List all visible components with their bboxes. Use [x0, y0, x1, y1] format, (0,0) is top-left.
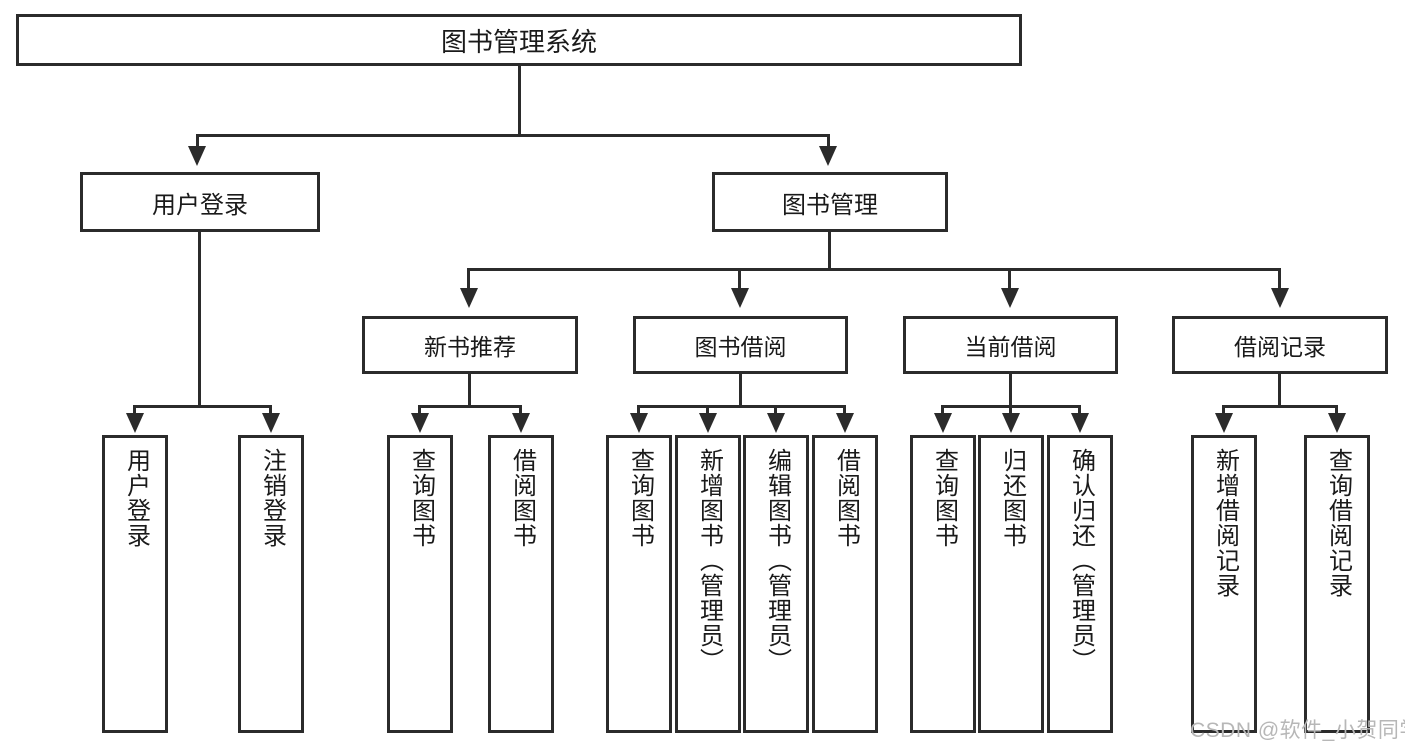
leaf-add-book-admin-label: 新增图书（管理员）: [695, 448, 723, 673]
leaf-query-book-borrow-label: 查询图书: [626, 448, 654, 548]
leaf-query-borrow-record-label: 查询借阅记录: [1324, 448, 1352, 598]
connector-root-bus: [196, 134, 830, 137]
leaf-return-book[interactable]: 归还图书: [978, 435, 1044, 733]
leaf-add-borrow-record[interactable]: 新增借阅记录: [1191, 435, 1257, 733]
connector-newbook-drop-1: [519, 405, 522, 415]
connector-bookborrow-drop-3: [843, 405, 846, 415]
connector-bookmgmt-stem: [828, 232, 831, 270]
arrowhead-icon-root-0: [188, 146, 206, 166]
leaf-return-book-label: 归还图书: [998, 448, 1026, 548]
connector-root-drop-0: [196, 134, 199, 146]
node-root-label: 图书管理系统: [440, 26, 597, 57]
connector-bookborrow-stem: [739, 374, 742, 406]
connector-borrowrecord-stem: [1278, 374, 1281, 406]
connector-bookmgmt-drop-2: [1008, 268, 1011, 288]
leaf-logout-label: 注销登录: [258, 448, 286, 548]
arrowhead-icon-userlogin-0: [126, 413, 144, 433]
node-borrow-record-label: 借阅记录: [1234, 334, 1326, 360]
arrowhead-icon-bookmgmt-0: [460, 288, 478, 308]
connector-root-drop-1: [827, 134, 830, 146]
arrowhead-icon-currentborrow-0: [934, 413, 952, 433]
arrowhead-icon-currentborrow-1: [1002, 413, 1020, 433]
connector-currentborrow-drop-1: [1009, 405, 1012, 415]
connector-root-stem: [518, 66, 521, 134]
arrowhead-icon-borrowrecord-0: [1215, 413, 1233, 433]
leaf-user-login[interactable]: 用户登录: [102, 435, 168, 733]
connector-userlogin-drop-1: [269, 405, 272, 415]
arrowhead-icon-root-1: [819, 146, 837, 166]
node-book-borrow[interactable]: 图书借阅: [633, 316, 848, 374]
leaf-query-book-borrow[interactable]: 查询图书: [606, 435, 672, 733]
arrowhead-icon-userlogin-1: [262, 413, 280, 433]
arrowhead-icon-bookmgmt-3: [1271, 288, 1289, 308]
arrowhead-icon-newbook-1: [512, 413, 530, 433]
connector-newbook-stem: [468, 374, 471, 406]
leaf-query-borrow-record[interactable]: 查询借阅记录: [1304, 435, 1370, 733]
arrowhead-icon-bookborrow-3: [836, 413, 854, 433]
arrowhead-icon-borrowrecord-1: [1328, 413, 1346, 433]
leaf-user-login-label: 用户登录: [122, 448, 150, 548]
node-book-borrow-label: 图书借阅: [694, 334, 787, 360]
node-book-management-label: 图书管理: [782, 191, 878, 219]
leaf-query-book-rec[interactable]: 查询图书: [387, 435, 453, 733]
leaf-edit-book-admin-label: 编辑图书（管理员）: [763, 448, 791, 673]
leaf-borrow-book-rec[interactable]: 借阅图书: [488, 435, 554, 733]
leaf-confirm-return-admin[interactable]: 确认归还（管理员）: [1047, 435, 1113, 733]
connector-bookmgmt-drop-0: [467, 268, 470, 288]
leaf-borrow-book-rec-label: 借阅图书: [508, 448, 536, 548]
connector-userlogin-bus: [133, 405, 272, 408]
node-root[interactable]: 图书管理系统: [16, 14, 1022, 66]
connector-bookmgmt-drop-3: [1278, 268, 1281, 288]
leaf-confirm-return-admin-label: 确认归还（管理员）: [1067, 448, 1095, 673]
leaf-logout[interactable]: 注销登录: [238, 435, 304, 733]
leaf-add-borrow-record-label: 新增借阅记录: [1211, 448, 1239, 598]
connector-bookborrow-drop-0: [637, 405, 640, 415]
leaf-borrow-book-label: 借阅图书: [832, 448, 860, 548]
connector-bookborrow-drop-1: [706, 405, 709, 415]
connector-userlogin-drop-0: [133, 405, 136, 415]
leaf-add-book-admin[interactable]: 新增图书（管理员）: [675, 435, 741, 733]
arrowhead-icon-bookmgmt-2: [1001, 288, 1019, 308]
node-current-borrow-label: 当前借阅: [964, 334, 1057, 360]
node-book-management[interactable]: 图书管理: [712, 172, 948, 232]
node-new-book-recommend-label: 新书推荐: [424, 334, 516, 360]
connector-currentborrow-stem: [1009, 374, 1012, 406]
leaf-edit-book-admin[interactable]: 编辑图书（管理员）: [743, 435, 809, 733]
connector-borrowrecord-bus: [1222, 405, 1338, 408]
connector-borrowrecord-drop-1: [1335, 405, 1338, 415]
arrowhead-icon-bookborrow-1: [699, 413, 717, 433]
node-borrow-record[interactable]: 借阅记录: [1172, 316, 1388, 374]
connector-bookmgmt-drop-1: [738, 268, 741, 288]
connector-bookborrow-drop-2: [774, 405, 777, 415]
arrowhead-icon-bookborrow-0: [630, 413, 648, 433]
connector-currentborrow-drop-0: [941, 405, 944, 415]
leaf-query-book-current-label: 查询图书: [930, 448, 958, 548]
watermark: CSDN @软件_小贺同学: [1190, 719, 1405, 742]
arrowhead-icon-newbook-0: [411, 413, 429, 433]
leaf-query-book-current[interactable]: 查询图书: [910, 435, 976, 733]
connector-userlogin-stem: [198, 232, 201, 406]
connector-bookborrow-bus: [637, 405, 846, 408]
leaf-query-book-rec-label: 查询图书: [407, 448, 435, 548]
connector-newbook-drop-0: [418, 405, 421, 415]
node-new-book-recommend[interactable]: 新书推荐: [362, 316, 578, 374]
connector-borrowrecord-drop-0: [1222, 405, 1225, 415]
arrowhead-icon-bookborrow-2: [767, 413, 785, 433]
arrowhead-icon-currentborrow-2: [1071, 413, 1089, 433]
connector-newbook-bus: [418, 405, 522, 408]
node-user-login[interactable]: 用户登录: [80, 172, 320, 232]
connector-currentborrow-drop-2: [1078, 405, 1081, 415]
node-current-borrow[interactable]: 当前借阅: [903, 316, 1118, 374]
leaf-borrow-book[interactable]: 借阅图书: [812, 435, 878, 733]
arrowhead-icon-bookmgmt-1: [731, 288, 749, 308]
node-user-login-label: 用户登录: [152, 191, 248, 219]
connector-bookmgmt-bus: [467, 268, 1281, 271]
